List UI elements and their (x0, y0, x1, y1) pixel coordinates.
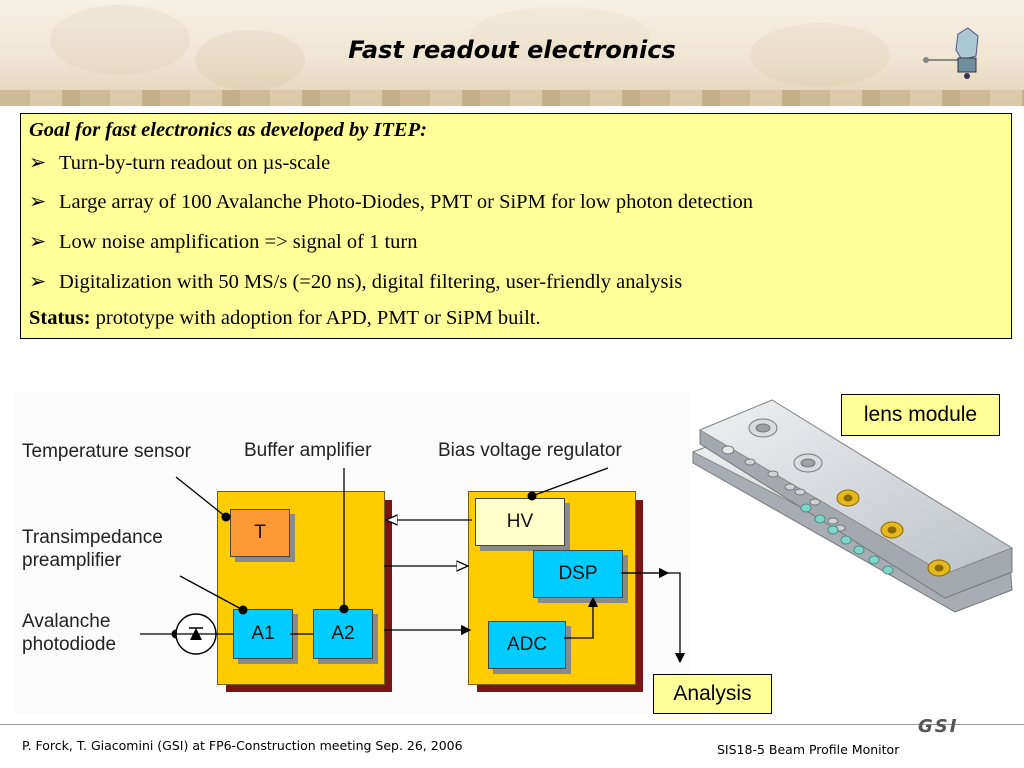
status-label: Status: (29, 307, 91, 329)
amplifier-a1-block: A1 (233, 609, 293, 659)
goal-heading: Goal for fast electronics as developed b… (29, 119, 427, 141)
status-text: prototype with adoption for APD, PMT or … (90, 307, 541, 329)
goal-bullet: ➢ Digitalization with 50 MS/s (=20 ns), d… (29, 269, 682, 294)
label-bias-voltage-regulator: Bias voltage regulator (438, 440, 622, 461)
hv-block: HV (475, 498, 565, 546)
goal-bullet-text: Low noise amplification => signal of 1 t… (59, 231, 418, 253)
header-band (0, 90, 1024, 106)
goal-bullet: ➢ Low noise amplification => signal of 1 … (29, 229, 417, 254)
gsi-logo: GSI (918, 716, 959, 737)
goal-bullet: ➢ Turn-by-turn readout on µs-scale (29, 150, 330, 175)
goal-bullet-text: Digitalization with 50 MS/s (=20 ns), di… (59, 271, 683, 293)
header-banner (0, 0, 1024, 106)
label-buffer-amplifier: Buffer amplifier (244, 440, 372, 461)
amplifier-a2-block: A2 (313, 609, 373, 659)
header-background-decoration (50, 5, 890, 90)
goal-bullet-text: Turn-by-turn readout on µs-scale (59, 152, 331, 174)
page-title: Fast readout electronics (348, 36, 676, 64)
arrow-bullet-icon: ➢ (29, 152, 47, 174)
arrow-bullet-icon: ➢ (29, 231, 47, 253)
lens-module-label: lens module (841, 394, 1000, 436)
status-line: Status: prototype with adoption for APD,… (29, 307, 541, 330)
label-transimpedance-preamplifier: Transimpedance preamplifier (22, 527, 163, 571)
arrow-bullet-icon: ➢ (29, 191, 47, 213)
adc-block: ADC (488, 621, 566, 669)
temperature-block: T (230, 509, 290, 557)
label-temperature-sensor: Temperature sensor (22, 441, 191, 462)
footer-authors: P. Forck, T. Giacomini (GSI) at FP6-Cons… (22, 738, 463, 753)
goal-box: Goal for fast electronics as developed b… (20, 113, 1012, 339)
goal-bullet: ➢ Large array of 100 Avalanche Photo-Diod… (29, 189, 753, 214)
dsp-block: DSP (533, 550, 623, 598)
footer-divider (0, 724, 1024, 725)
footer-title: SIS18-5 Beam Profile Monitor (717, 742, 900, 757)
analysis-box: Analysis (653, 674, 772, 714)
detector-logo-icon (923, 27, 979, 79)
arrow-bullet-icon: ➢ (29, 271, 47, 293)
goal-bullet-text: Large array of 100 Avalanche Photo-Diode… (59, 191, 754, 213)
label-avalanche-photodiode: Avalanche photodiode (22, 611, 117, 655)
